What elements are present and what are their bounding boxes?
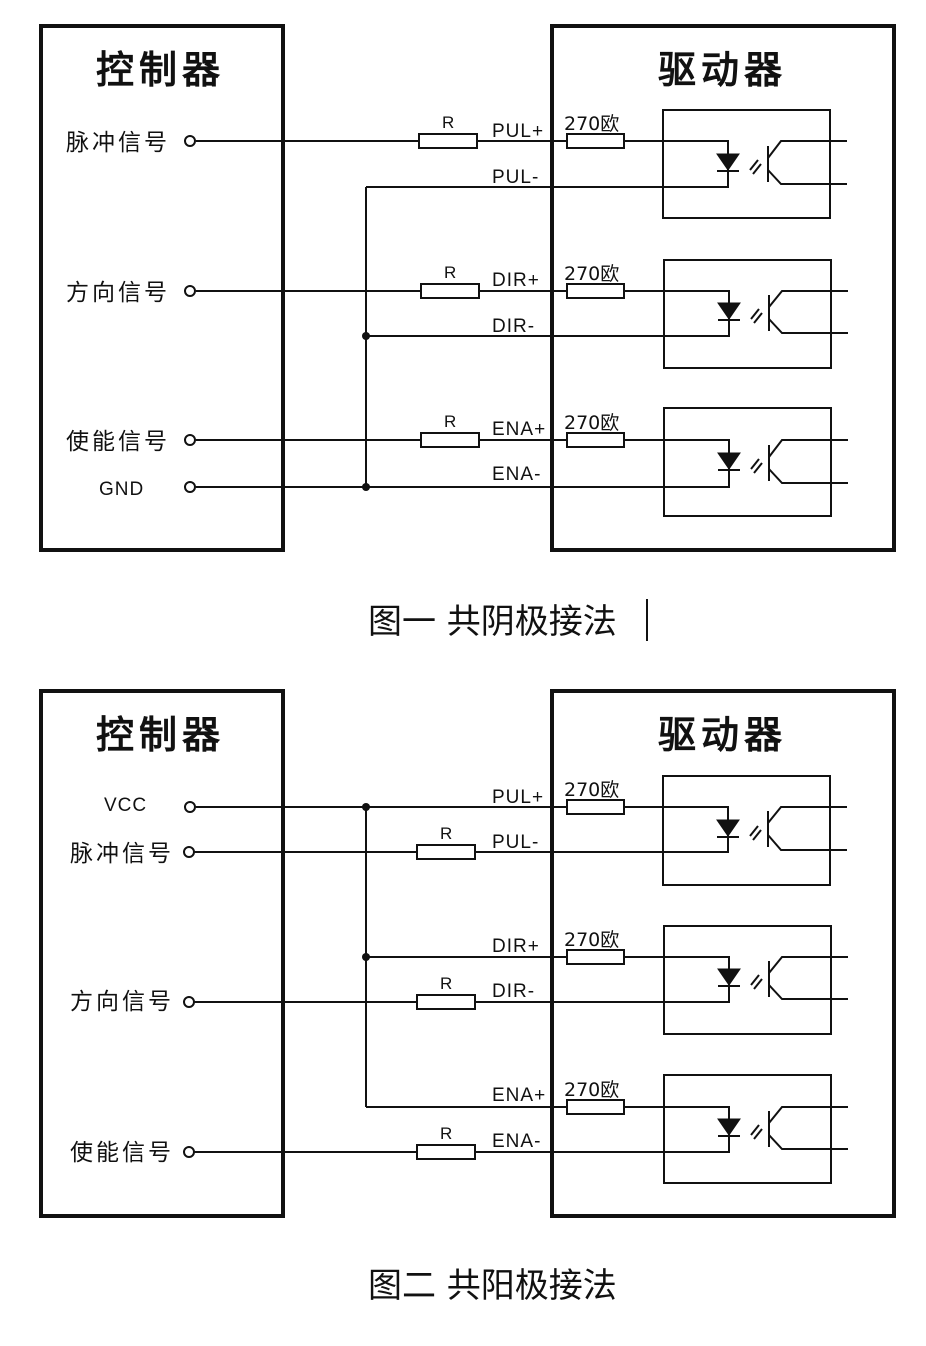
- optocoupler-icon: [663, 407, 848, 517]
- driver-title: 驱动器: [658, 48, 787, 92]
- figure-2-common-anode: 控制器 驱动器 VCC 脉冲信号 方向信号 使能信号 R R R PUL+ PU…: [39, 689, 896, 1306]
- led-diode-icon: [717, 452, 741, 470]
- resistor-icon: [416, 994, 476, 1010]
- signal-label-gnd: GND: [99, 479, 144, 500]
- pin-label-pul-minus: PUL-: [492, 167, 539, 188]
- internal-resistor-label: 270欧: [564, 779, 619, 801]
- resistor-icon: [420, 432, 480, 448]
- led-diode-icon: [717, 1118, 741, 1136]
- signal-label-pulse: 脉冲信号: [70, 841, 174, 867]
- pin-label-dir-plus: DIR+: [492, 270, 540, 291]
- pin-label-ena-plus: ENA+: [492, 1085, 546, 1106]
- figure-caption: 图一 共阴极接法: [368, 602, 617, 642]
- terminal-icon: [184, 135, 196, 147]
- resistor-icon: [566, 133, 625, 149]
- resistor-label: R: [444, 412, 456, 431]
- resistor-label: R: [440, 974, 452, 993]
- resistor-icon: [416, 1144, 476, 1160]
- pin-label-ena-plus: ENA+: [492, 419, 546, 440]
- resistor-icon: [416, 844, 476, 860]
- led-diode-icon: [717, 302, 741, 320]
- driver-box: [550, 689, 896, 1218]
- terminal-icon: [183, 846, 195, 858]
- resistor-icon: [566, 432, 625, 448]
- pin-label-pul-plus: PUL+: [492, 787, 544, 808]
- signal-label-direction: 方向信号: [70, 989, 174, 1015]
- pin-label-pul-plus: PUL+: [492, 121, 544, 142]
- figure-caption: 图二 共阳极接法: [368, 1266, 617, 1306]
- resistor-label: R: [440, 824, 452, 843]
- pin-label-pul-minus: PUL-: [492, 832, 539, 853]
- terminal-icon: [183, 996, 195, 1008]
- pin-label-dir-minus: DIR-: [492, 316, 535, 337]
- signal-label-pulse: 脉冲信号: [66, 130, 170, 156]
- internal-resistor-label: 270欧: [564, 412, 619, 434]
- optocoupler-icon: [662, 109, 847, 219]
- terminal-icon: [184, 481, 196, 493]
- pin-label-dir-plus: DIR+: [492, 936, 540, 957]
- terminal-icon: [184, 285, 196, 297]
- junction-dot: [362, 953, 370, 961]
- terminal-icon: [183, 1146, 195, 1158]
- internal-resistor-label: 270欧: [564, 263, 619, 285]
- figure-1-common-cathode: 控制器 驱动器 脉冲信号 方向信号 使能信号 GND R R R PUL+ PU…: [39, 24, 896, 642]
- driver-title: 驱动器: [658, 713, 787, 757]
- junction-dot: [362, 332, 370, 340]
- junction-dot: [362, 483, 370, 491]
- controller-box: [39, 689, 285, 1218]
- signal-label-enable: 使能信号: [70, 1140, 174, 1166]
- optocoupler-icon: [663, 1074, 848, 1184]
- optocoupler-icon: [662, 775, 847, 886]
- controller-title: 控制器: [96, 48, 225, 92]
- terminal-icon: [184, 801, 196, 813]
- resistor-icon: [418, 133, 478, 149]
- pin-label-ena-minus: ENA-: [492, 464, 541, 485]
- resistor-icon: [566, 1099, 625, 1115]
- resistor-label: R: [444, 263, 456, 282]
- resistor-icon: [566, 283, 625, 299]
- resistor-icon: [420, 283, 480, 299]
- optocoupler-icon: [663, 925, 848, 1035]
- driver-box: [550, 24, 896, 552]
- internal-resistor-label: 270欧: [564, 929, 619, 951]
- pin-label-ena-minus: ENA-: [492, 1131, 541, 1152]
- led-diode-icon: [717, 968, 741, 986]
- led-diode-icon: [716, 819, 740, 837]
- resistor-icon: [566, 949, 625, 965]
- terminal-icon: [184, 434, 196, 446]
- signal-label-direction: 方向信号: [66, 280, 170, 306]
- controller-box: [39, 24, 285, 552]
- resistor-label: R: [442, 113, 454, 132]
- signal-label-vcc: VCC: [104, 795, 147, 816]
- pin-label-dir-minus: DIR-: [492, 981, 535, 1002]
- junction-dot: [362, 803, 370, 811]
- optocoupler-icon: [663, 259, 848, 369]
- signal-label-enable: 使能信号: [66, 429, 170, 455]
- internal-resistor-label: 270欧: [564, 1079, 619, 1101]
- resistor-label: R: [440, 1124, 452, 1143]
- internal-resistor-label: 270欧: [564, 113, 619, 135]
- resistor-icon: [566, 799, 625, 815]
- controller-title: 控制器: [96, 713, 225, 757]
- led-diode-icon: [716, 153, 740, 171]
